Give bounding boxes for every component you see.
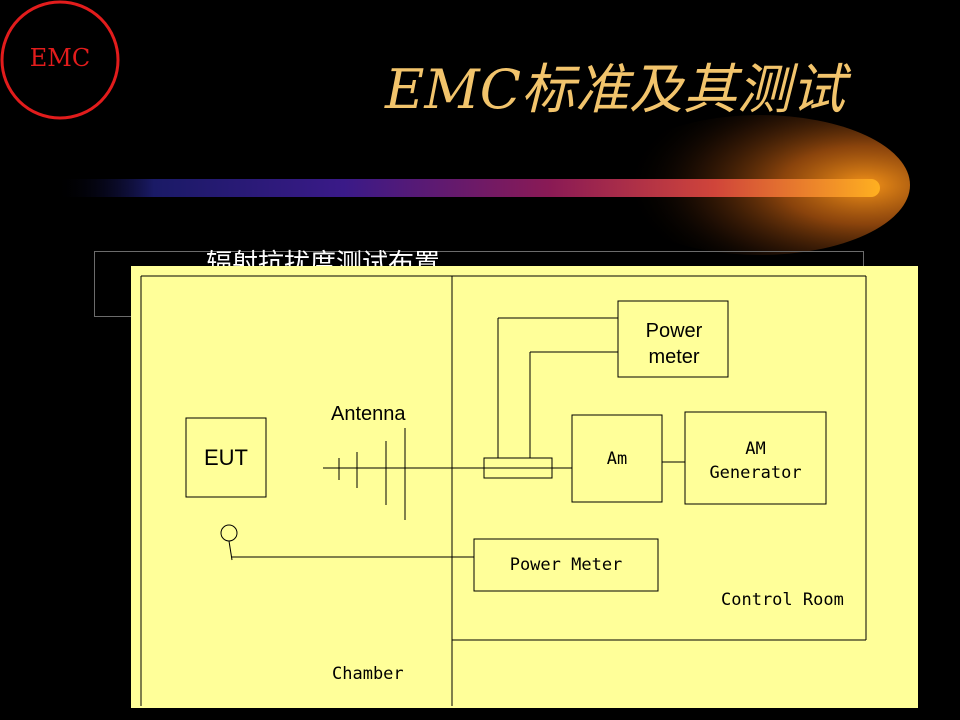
diagram-panel <box>131 266 918 708</box>
emc-badge: EMC <box>29 44 91 72</box>
power-meter-top-box <box>617 300 729 378</box>
field-probe-stem <box>228 540 233 561</box>
amplifier-label: Am <box>606 448 628 469</box>
power-meter-bottom-label: Power Meter <box>509 555 623 575</box>
chamber-label: Chamber <box>332 664 404 684</box>
amplifier-box <box>571 414 663 503</box>
emc-badge-circle <box>0 0 120 120</box>
field-probe <box>220 524 238 542</box>
eut-box <box>185 417 267 498</box>
slide-title: EMC标准及其测试 <box>385 58 846 121</box>
comet-streak <box>55 179 880 197</box>
antenna-label: Antenna <box>331 403 406 425</box>
am-generator-box <box>684 411 827 505</box>
power-meter-bottom-box <box>473 538 659 592</box>
control-room-label: Control Room <box>721 590 844 610</box>
eut-label: EUT <box>204 444 248 470</box>
